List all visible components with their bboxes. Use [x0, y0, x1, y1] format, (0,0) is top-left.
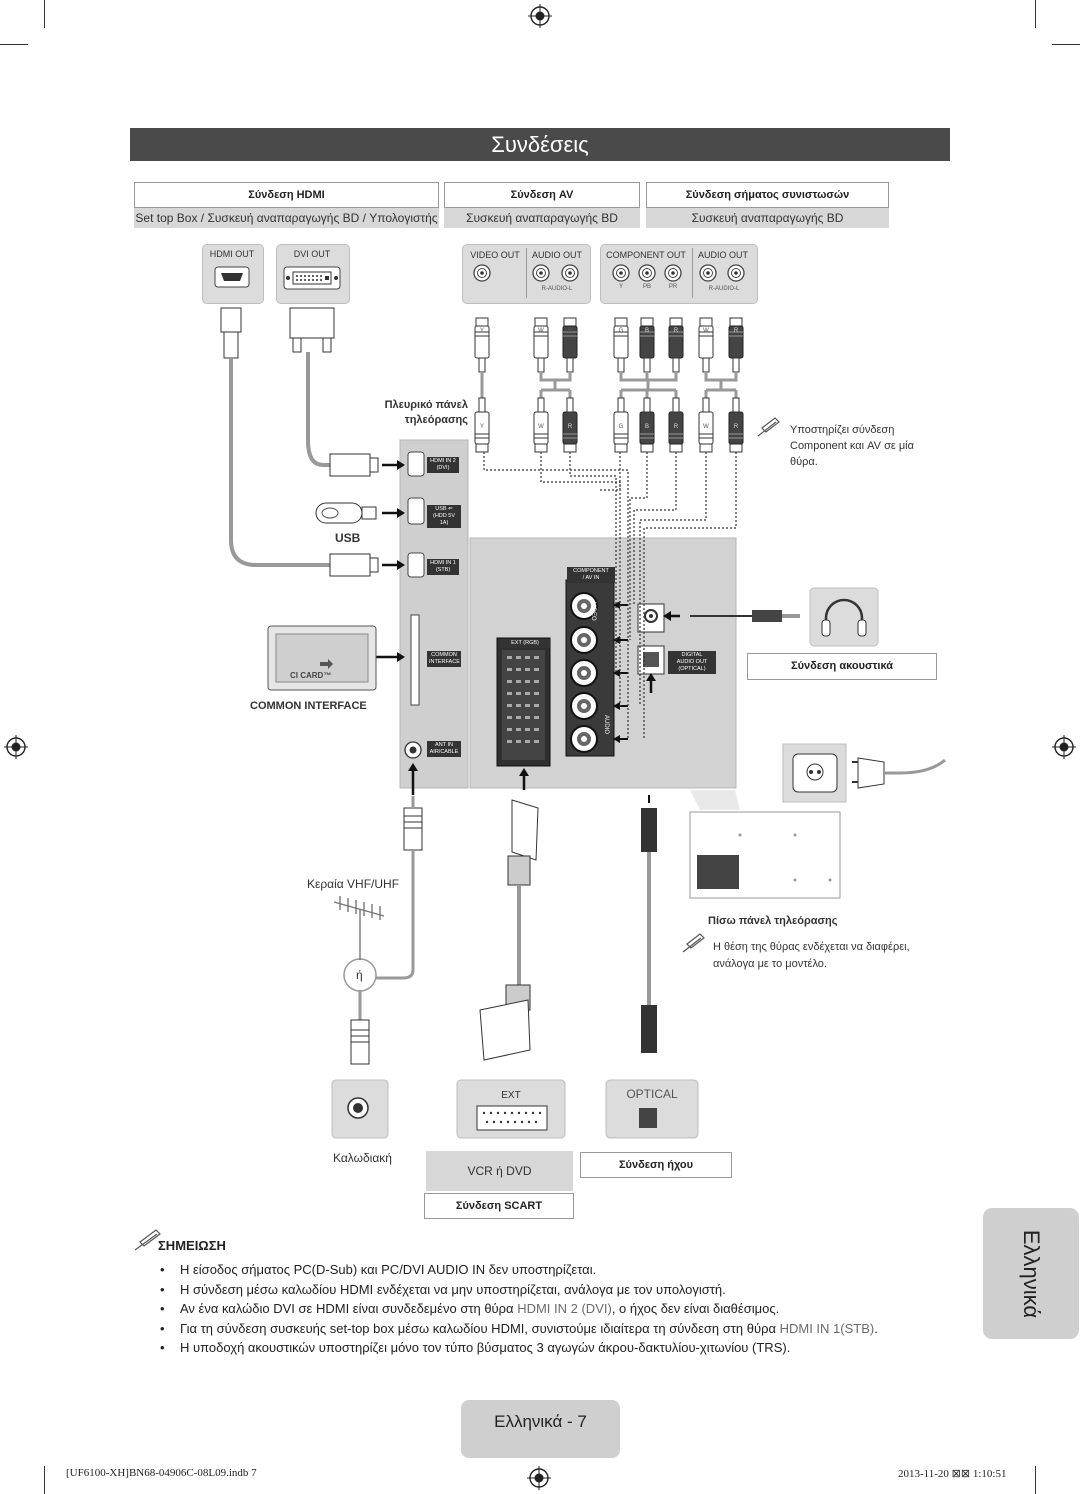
dvi-port-icon: [283, 266, 341, 290]
crop-mark-top-left: [44, 0, 45, 28]
optical-label: OPTICAL: [626, 1087, 678, 1101]
component-av-in-tag: COMPONENT/ AV IN: [567, 567, 615, 583]
page-title: Συνδέσεις: [130, 128, 950, 161]
comp-r-audio-l-label: R-AUDIO-L: [708, 286, 740, 292]
plug-letter: R: [567, 424, 573, 430]
registration-mark-icon: [528, 4, 552, 28]
plug-letter: W: [538, 424, 544, 430]
comp-pb-label: PB: [642, 284, 651, 290]
av-note-line1: Υποστηρίζει σύνδεση: [790, 424, 895, 436]
notes-heading: ΣΗΜΕΙΩΣΗ: [158, 1238, 226, 1253]
registration-mark-icon: [527, 1466, 551, 1490]
av-note-line3: θύρα.: [790, 456, 818, 468]
av-section-header: Σύνδεση AV: [444, 182, 640, 208]
audio-out-2-label: AUDIO OUT: [697, 250, 748, 260]
note-item: Αν ένα καλώδιο DVI σε HDMI είναι συνδεδε…: [158, 1299, 938, 1319]
hdmi-section-header: Σύνδεση HDMI: [134, 182, 439, 208]
footer-timestamp: 2013-11-20 ⊠⊠ 1:10:51: [898, 1468, 1007, 1480]
scart-connection-label: Σύνδεση SCART: [424, 1193, 574, 1219]
crop-mark-top-left-h: [0, 44, 28, 45]
hdmi-section-subtitle: Set top Box / Συσκευή αναπαραγωγής BD / …: [134, 208, 439, 228]
notes-list: Η είσοδος σήματος PC(D-Sub) και PC/DVI A…: [158, 1260, 938, 1358]
rear-panel-label: Πίσω πάνελ τηλεόρασης: [708, 915, 838, 927]
crop-mark-top-right-h: [1052, 44, 1080, 45]
cable-label: Καλωδιακή: [333, 1151, 392, 1165]
common-interface-label: COMMON INTERFACE: [250, 700, 367, 712]
hdmi-in-2-tag: HDMI IN 2(DVI): [427, 457, 459, 473]
headphone-connection-label: Σύνδεση ακουστικά: [747, 653, 937, 680]
crop-mark-bottom-left: [44, 1466, 45, 1494]
plug-letter: W: [703, 424, 709, 430]
ext-rgb-tag: EXT (RGB): [500, 639, 550, 648]
av-section-subtitle: Συσκευή αναπαραγωγής BD: [444, 208, 640, 228]
component-out-label: COMPONENT OUT: [606, 250, 686, 260]
port-divider: [526, 248, 527, 298]
plug-letter: G: [618, 328, 624, 334]
crop-mark-bottom-right: [1035, 1466, 1036, 1494]
plug-letter: W: [703, 328, 709, 334]
plug-letter: G: [618, 424, 624, 430]
av-r-audio-l-label: R-AUDIO-L: [541, 286, 573, 292]
comp-pr-label: PR: [668, 284, 678, 290]
component-section-subtitle: Συσκευή αναπαραγωγής BD: [646, 208, 889, 228]
audio-out-label: AUDIO OUT: [531, 250, 582, 260]
plug-letter: W: [538, 328, 544, 334]
audio-connection-label: Σύνδεση ήχου: [580, 1152, 732, 1178]
comp-y-label: Y: [618, 284, 623, 290]
component-section-header: Σύνδεση σήματος συνιστωσών: [646, 182, 889, 208]
vcr-dvd-label: VCR ή DVD: [426, 1151, 573, 1191]
note-item: Για τη σύνδεση συσκευής set-top box μέσω…: [158, 1319, 938, 1339]
hdmi-out-label: HDMI OUT: [209, 249, 255, 259]
av-note-line2: Component και AV σε μία: [790, 440, 914, 452]
port-divider: [692, 248, 693, 298]
page-number-tab: Ελληνικά - 7: [461, 1400, 620, 1458]
registration-mark-icon: [4, 735, 28, 759]
video-vertical-label: VIDEO: [590, 602, 596, 621]
ci-card-label: CI CARD™: [290, 671, 332, 680]
video-out-label: VIDEO OUT: [470, 250, 520, 260]
hdmi-in-1-tag: HDMI IN 1(STB): [427, 559, 459, 575]
plug-letter: R: [733, 424, 739, 430]
side-panel-label-line2: τηλεόρασης: [404, 414, 468, 426]
rear-note-line1: Η θέση της θύρας ενδέχεται να διαφέρει,: [713, 941, 910, 953]
usb-tag: USB ⇐(HDD 5V 1A): [427, 505, 461, 528]
plug-letter: B: [644, 328, 649, 334]
plug-letter: B: [644, 424, 649, 430]
crop-mark-top-right: [1035, 0, 1036, 28]
plug-letter: Y: [479, 328, 484, 334]
plug-letter: R: [733, 328, 739, 334]
antenna-label: Κεραία VHF/UHF: [307, 877, 400, 891]
language-tab: Ελληνικά: [983, 1208, 1079, 1339]
note-item: Η σύνδεση μέσω καλωδίου HDMI ενδέχεται ν…: [158, 1280, 938, 1300]
registration-mark-icon: [1052, 735, 1076, 759]
hdmi-port-icon: [214, 266, 250, 288]
plug-letter: Y: [479, 424, 484, 430]
footer-file-info: [UF6100-XH]BN68-04906C-08L09.indb 7: [66, 1467, 257, 1479]
usb-label: USB: [335, 531, 361, 545]
ext-label: EXT: [501, 1090, 521, 1101]
or-label: ή: [356, 968, 363, 982]
audio-vertical-label: AUDIO: [603, 715, 609, 735]
rear-note-line2: ανάλογα με το μοντέλο.: [713, 958, 827, 970]
note-item: Η είσοδος σήματος PC(D-Sub) και PC/DVI A…: [158, 1260, 938, 1280]
plug-letter: R: [673, 328, 679, 334]
plug-letter: R: [567, 328, 573, 334]
side-panel-label-line1: Πλευρικό πάνελ: [384, 399, 468, 411]
plug-letter: R: [673, 424, 679, 430]
dvi-out-label: DVI OUT: [293, 249, 331, 259]
note-item: Η υποδοχή ακουστικών υποστηρίζει μόνο το…: [158, 1338, 938, 1358]
